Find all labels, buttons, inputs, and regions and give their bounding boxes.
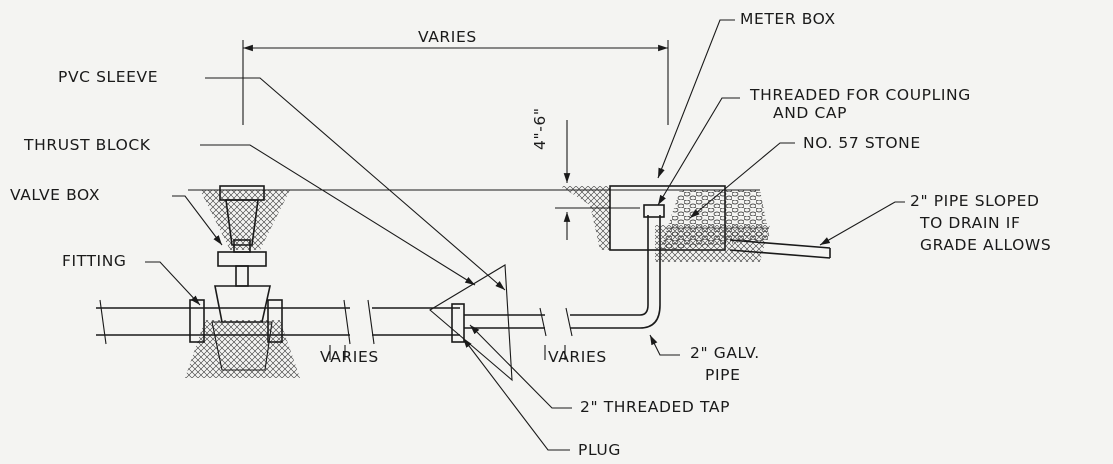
main-pipe: [96, 285, 460, 345]
galv-pipe: [464, 204, 665, 337]
leaders: [145, 19, 905, 451]
top-dimension: [242, 40, 669, 125]
pvc-sleeve-label: PVC SLEEVE: [58, 68, 158, 86]
varies-left-label: VARIES: [320, 348, 379, 366]
varies-top-label: VARIES: [418, 28, 477, 46]
valve-box-soil: [200, 190, 290, 250]
meter-box: [555, 185, 831, 262]
threaded-tap-label: 2" THREADED TAP: [580, 398, 730, 416]
fitting-label: FITTING: [62, 252, 127, 270]
valve-box-label: VALVE BOX: [10, 186, 100, 204]
varies-breaks: [329, 345, 566, 360]
pipe-sloped-label-1: 2" PIPE SLOPED: [910, 192, 1040, 210]
threaded-label-2: AND CAP: [773, 104, 847, 122]
varies-right-label: VARIES: [548, 348, 607, 366]
plug-label: PLUG: [578, 441, 621, 459]
pipe-sloped-label-3: GRADE ALLOWS: [920, 236, 1051, 254]
depth-label: 4"-6": [531, 107, 549, 150]
pipe-sloped-label-2: TO DRAIN IF: [919, 214, 1020, 232]
galv-pipe-label-1: 2" GALV.: [690, 344, 760, 362]
threaded-label-1: THREADED FOR COUPLING: [749, 86, 971, 104]
plug: [451, 303, 465, 343]
galv-pipe-label-2: PIPE: [705, 366, 740, 384]
thrust-block-label: THRUST BLOCK: [23, 136, 151, 154]
meter-box-label: METER BOX: [740, 10, 836, 28]
stone-label: NO. 57 STONE: [803, 134, 921, 152]
